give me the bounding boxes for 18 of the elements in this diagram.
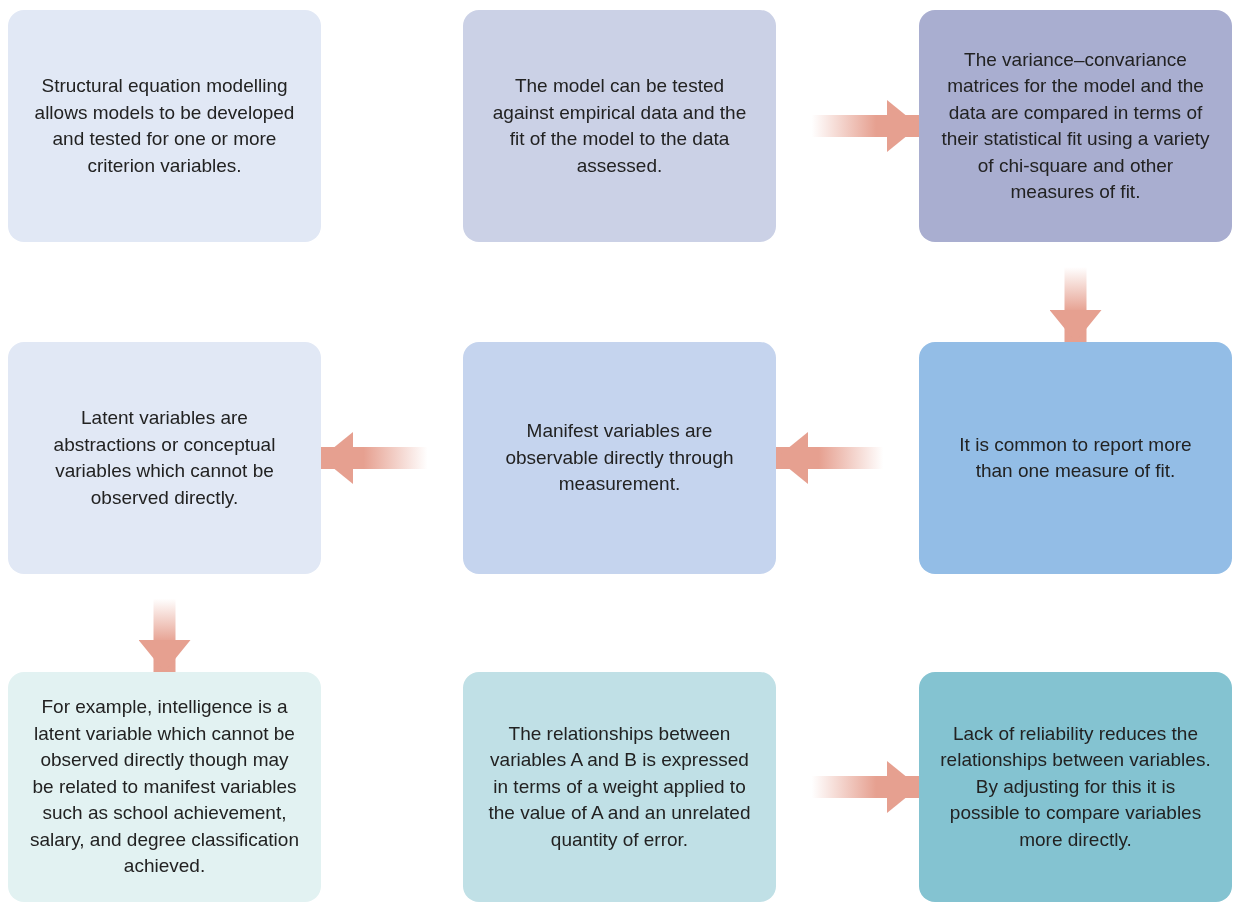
text-card [919,342,1232,574]
card-text: Latent variables are abstractions or conceptual variables which cannot be observed directly. [52,406,277,510]
card-text: Manifest variables are observable directly through measurement. [504,419,735,497]
text-card [8,10,321,242]
card-text: The variance–convariance matrices for the model and the data are compared in terms of their statistical fit using a variety of chi-square and other measures of fit. [940,47,1211,204]
text-card [463,10,776,242]
text-card [919,672,1232,902]
card-text: Structural equation modelling allows models to be developed and tested for one or more criterion variables. [33,74,296,178]
card-text: The relationships between variables A and B is expressed in terms of a weight applied to the value of A and an unrelated quantity of error. [487,721,752,852]
card-text: The model can be tested against empirical data and the fit of the model to the data assessed. [491,74,748,178]
text-card [463,672,776,902]
card-text: Lack of reliability reduces the relationships between variables. By adjusting for this it is possible to compare variables more directly. [939,721,1212,852]
text-card [8,672,321,902]
text-card [8,342,321,574]
card-text: For example, intelligence is a latent variable which cannot be observed directly though may be related to manifest variables such as school achievement, salary, and degree classification achieved. [29,695,300,879]
card-text: It is common to report more than one measure of fit. [958,432,1193,483]
text-card [919,10,1232,242]
text-card [463,342,776,574]
